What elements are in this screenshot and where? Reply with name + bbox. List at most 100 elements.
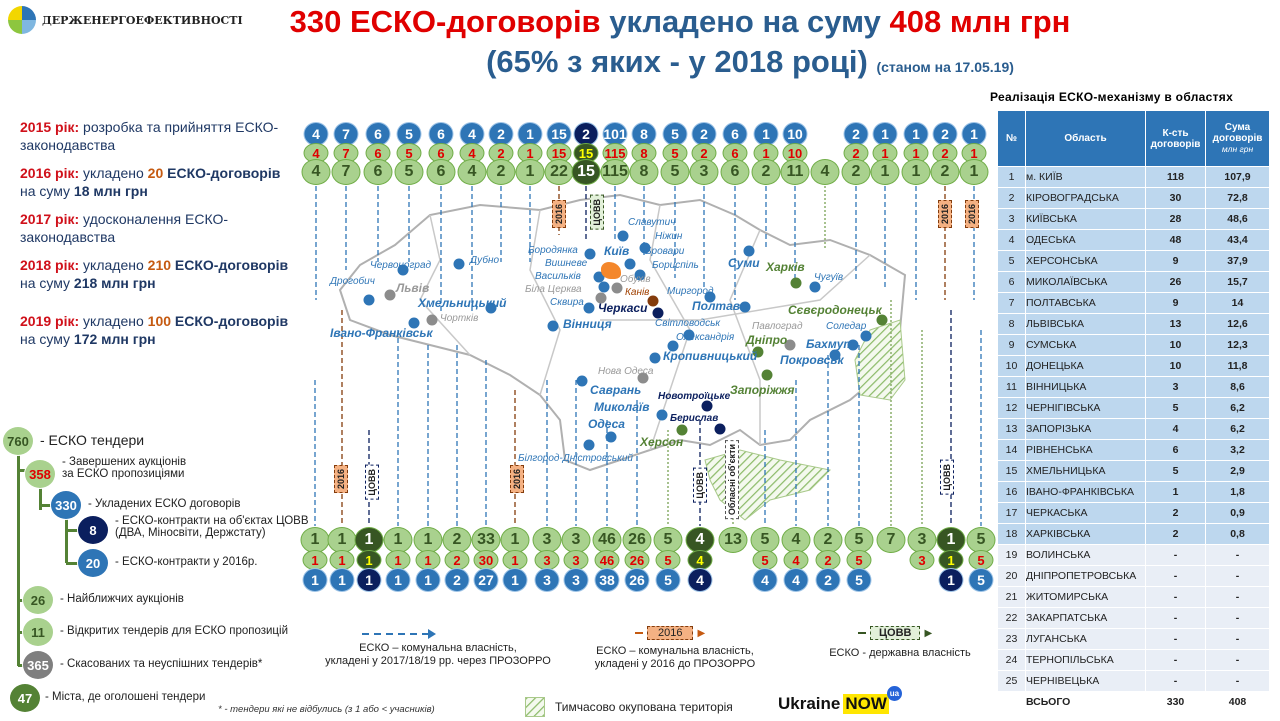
region-count-circle[interactable]: 2 [841,159,871,185]
city-dot[interactable] [605,431,617,443]
region-count-circle[interactable]: 6 [720,159,750,185]
region-count-circle[interactable]: 46 [592,527,622,553]
region-count-circle[interactable]: 4 [810,159,840,185]
region-count-circle[interactable]: 1 [938,568,964,592]
city-dot[interactable] [752,346,764,358]
region-count-circle[interactable]: 22 [544,159,574,185]
city-dot[interactable] [384,289,396,301]
city-dot[interactable] [860,330,872,342]
city-dot[interactable] [634,269,646,281]
city-dot[interactable] [704,291,716,303]
region-count-circle[interactable]: 5 [968,568,994,592]
region-count-circle[interactable]: 2 [751,159,781,185]
region-count-circle[interactable]: 1 [356,568,382,592]
region-count-circle[interactable]: 101 [602,122,628,146]
region-count-circle[interactable]: 1 [870,159,900,185]
region-count-circle[interactable]: 33 [471,527,501,553]
region-count-circle[interactable]: 2 [444,550,470,570]
region-count-circle[interactable]: 4 [301,159,331,185]
city-dot[interactable] [829,349,841,361]
region-count-circle[interactable]: 1 [415,550,441,570]
region-count-circle[interactable]: 4 [457,159,487,185]
region-count-circle[interactable]: 27 [473,568,499,592]
region-count-circle[interactable]: 1 [936,527,966,553]
region-count-circle[interactable]: 3 [534,550,560,570]
region-count-circle[interactable]: 6 [363,159,393,185]
region-count-circle[interactable]: 1 [302,568,328,592]
region-count-circle[interactable]: 2 [573,122,599,146]
region-count-circle[interactable]: 1 [961,143,987,163]
region-count-circle[interactable]: 1 [302,550,328,570]
region-count-circle[interactable]: 3 [561,527,591,553]
region-count-circle[interactable]: 1 [901,159,931,185]
city-dot[interactable] [453,258,465,270]
city-dot[interactable] [847,339,859,351]
region-count-circle[interactable]: 13 [718,527,748,553]
city-dot[interactable] [876,314,888,326]
kyiv-marker[interactable] [601,262,621,279]
region-count-circle[interactable]: 1 [500,527,530,553]
region-count-circle[interactable]: 4 [783,568,809,592]
region-count-circle[interactable]: 3 [563,550,589,570]
city-dot[interactable] [624,258,636,270]
region-count-circle[interactable]: 15 [571,159,601,185]
region-count-circle[interactable]: 5 [968,550,994,570]
region-count-circle[interactable]: 2 [843,122,869,146]
region-count-circle[interactable]: 3 [909,550,935,570]
region-count-circle[interactable]: 5 [660,159,690,185]
region-count-circle[interactable]: 1 [383,527,413,553]
region-count-circle[interactable]: 6 [426,159,456,185]
city-dot[interactable] [583,302,595,314]
city-dot[interactable] [363,294,375,306]
region-count-circle[interactable]: 1 [413,527,443,553]
city-dot[interactable] [656,409,668,421]
region-count-circle[interactable]: 3 [907,527,937,553]
city-dot[interactable] [701,400,713,412]
region-count-circle[interactable]: 1 [300,527,330,553]
city-dot[interactable] [637,372,649,384]
city-dot[interactable] [584,248,596,260]
region-count-circle[interactable]: 5 [655,550,681,570]
city-dot[interactable] [743,245,755,257]
city-dot[interactable] [397,264,409,276]
region-count-circle[interactable]: 2 [932,122,958,146]
region-count-circle[interactable]: 30 [473,550,499,570]
region-count-circle[interactable]: 1 [329,568,355,592]
region-count-circle[interactable]: 1 [515,159,545,185]
region-count-circle[interactable]: 1 [329,550,355,570]
region-count-circle[interactable]: 5 [752,550,778,570]
region-count-circle[interactable]: 1 [356,550,382,570]
region-count-circle[interactable]: 8 [631,122,657,146]
region-count-circle[interactable]: 26 [624,568,650,592]
region-count-circle[interactable]: 1 [959,159,989,185]
region-count-circle[interactable]: 4 [303,122,329,146]
region-count-circle[interactable]: 26 [624,550,650,570]
region-count-circle[interactable]: 4 [783,550,809,570]
city-dot[interactable] [583,439,595,451]
region-count-circle[interactable]: 2 [691,122,717,146]
region-count-circle[interactable]: 2 [815,568,841,592]
region-count-circle[interactable]: 7 [876,527,906,553]
region-count-circle[interactable]: 15 [546,122,572,146]
region-count-circle[interactable]: 5 [662,122,688,146]
city-dot[interactable] [790,277,802,289]
region-count-circle[interactable]: 5 [394,159,424,185]
region-count-circle[interactable]: 115 [600,159,630,185]
region-count-circle[interactable]: 6 [428,122,454,146]
city-dot[interactable] [595,292,607,304]
region-count-circle[interactable]: 11 [780,159,810,185]
region-count-circle[interactable]: 1 [938,550,964,570]
city-dot[interactable] [617,230,629,242]
region-count-circle[interactable]: 2 [815,550,841,570]
city-dot[interactable] [426,314,438,326]
city-dot[interactable] [485,302,497,314]
region-count-circle[interactable]: 3 [563,568,589,592]
region-count-circle[interactable]: 2 [930,159,960,185]
region-count-circle[interactable]: 115 [602,143,628,163]
region-count-circle[interactable]: 5 [844,527,874,553]
region-count-circle[interactable]: 1 [385,550,411,570]
city-dot[interactable] [676,424,688,436]
region-count-circle[interactable]: 1 [502,550,528,570]
city-dot[interactable] [547,320,559,332]
city-dot[interactable] [408,317,420,329]
